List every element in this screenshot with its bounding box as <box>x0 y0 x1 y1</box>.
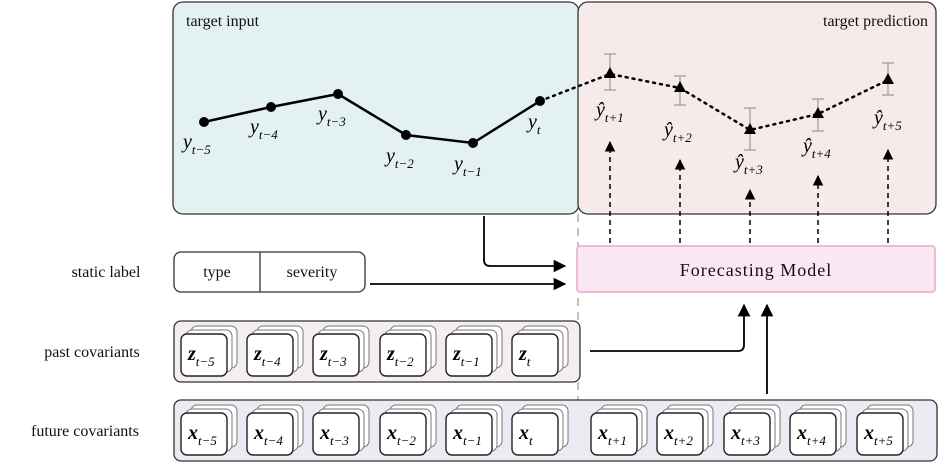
future-covariate-label: xt−1 <box>452 422 482 448</box>
future-covariate-card: xt+3 <box>723 404 781 456</box>
future-covariants-label: future covariants <box>31 423 139 440</box>
target-prediction-title: target prediction <box>823 13 928 30</box>
future-covariate-card: xt−1 <box>445 404 503 456</box>
future-covariate-label: xt−3 <box>319 422 349 448</box>
observed-point <box>468 138 478 148</box>
forecast-series-line <box>538 72 890 132</box>
static-field-type: type <box>203 264 231 281</box>
future-covariate-card: xt−3 <box>312 404 370 456</box>
future-covariate-card: xt+2 <box>656 404 714 456</box>
forecast-points <box>604 67 894 134</box>
future-covariate-label: xt+1 <box>597 422 627 448</box>
forecast-point <box>674 81 686 92</box>
future-covariate-label: xt+5 <box>863 422 893 448</box>
target-input-title: target input <box>186 13 260 30</box>
past-covariate-label: zt−5 <box>187 343 215 369</box>
target-prediction-panel <box>577 1 937 215</box>
observed-point <box>333 89 343 99</box>
past-covariate-card: zt−5 <box>180 325 238 377</box>
observed-label-3: yt−3 <box>316 103 346 129</box>
past-covariate-card: zt−4 <box>246 325 304 377</box>
observed-points <box>199 89 545 148</box>
forecasting-model-label: Forecasting Model <box>680 260 832 280</box>
static-label-row-title: static label <box>72 264 141 281</box>
future-covariate-card: xt−2 <box>379 404 437 456</box>
past-covariate-label: zt−1 <box>452 343 480 369</box>
past-to-model-arrow <box>590 303 751 352</box>
target-input-panel <box>172 1 580 215</box>
forecast-label-4: ŷt+4 <box>801 135 831 161</box>
static-field-severity: severity <box>287 264 338 281</box>
forecast-label-2: ŷt+2 <box>662 119 692 145</box>
observed-label-5: yt−1 <box>452 153 482 179</box>
past-covariate-card: zt−1 <box>445 325 503 377</box>
observed-label-4: yt−2 <box>384 145 414 171</box>
forecast-point <box>604 67 616 78</box>
future-covariate-card: xt+4 <box>789 404 847 456</box>
past-covariate-label: zt−3 <box>319 343 347 369</box>
forecast-label-5: ŷt+5 <box>872 107 902 133</box>
observed-point <box>535 96 545 106</box>
past-covariants-label: past covariants <box>44 344 140 361</box>
future-covariate-label: xt−2 <box>386 422 416 448</box>
future-covariant-cards: xt−5 xt−4 xt−3 xt−2 xt−1 xt xt+1 xt+2 xt+3 xt+4 xt… <box>180 404 914 456</box>
future-covariate-card: xt−4 <box>246 404 304 456</box>
input-to-model-arrow <box>483 216 567 273</box>
past-covariate-label: zt <box>518 343 531 369</box>
forecast-labels: ŷt+1 ŷt+2 ŷt+3 ŷt+4 ŷt+5 <box>594 99 902 177</box>
observed-series-line <box>203 92 541 145</box>
future-covariate-label: xt+3 <box>730 422 760 448</box>
observed-label-6: yt <box>526 111 541 137</box>
future-covariate-card: xt+5 <box>856 404 914 456</box>
future-covariate-label: xt−4 <box>253 422 283 448</box>
future-covariate-label: xt+2 <box>663 422 693 448</box>
observed-point <box>199 117 209 127</box>
forecasting-model-box <box>576 245 936 293</box>
forecast-point <box>812 107 824 118</box>
future-covariate-card: xt+1 <box>590 404 648 456</box>
past-covariate-label: zt−4 <box>253 343 281 369</box>
forecast-label-3: ŷt+3 <box>733 151 763 177</box>
past-covariate-card: zt−2 <box>379 325 437 377</box>
forecast-label-1: ŷt+1 <box>594 99 624 125</box>
observed-labels: yt−5 yt−4 yt−3 yt−2 yt−1 yt <box>181 103 541 179</box>
past-covariant-cards: zt−5 zt−4 zt−3 zt−2 zt−1 zt <box>180 325 569 377</box>
future-covariate-label: xt−5 <box>187 422 217 448</box>
observed-point <box>266 102 276 112</box>
past-covariate-card: zt−3 <box>312 325 370 377</box>
observed-label-1: yt−5 <box>181 131 211 157</box>
future-covariate-label: xt <box>518 422 533 448</box>
past-covariate-card: zt <box>511 325 569 377</box>
future-covariate-card: xt <box>511 404 569 456</box>
forecast-point <box>744 123 756 134</box>
future-covariate-label: xt+4 <box>796 422 826 448</box>
forecast-point <box>882 73 894 84</box>
observed-point <box>401 130 411 140</box>
future-covariate-card: xt−5 <box>180 404 238 456</box>
past-covariate-label: zt−2 <box>386 343 414 369</box>
prediction-arrows <box>604 140 894 243</box>
static-label-box <box>173 251 366 293</box>
observed-label-2: yt−4 <box>248 116 278 142</box>
